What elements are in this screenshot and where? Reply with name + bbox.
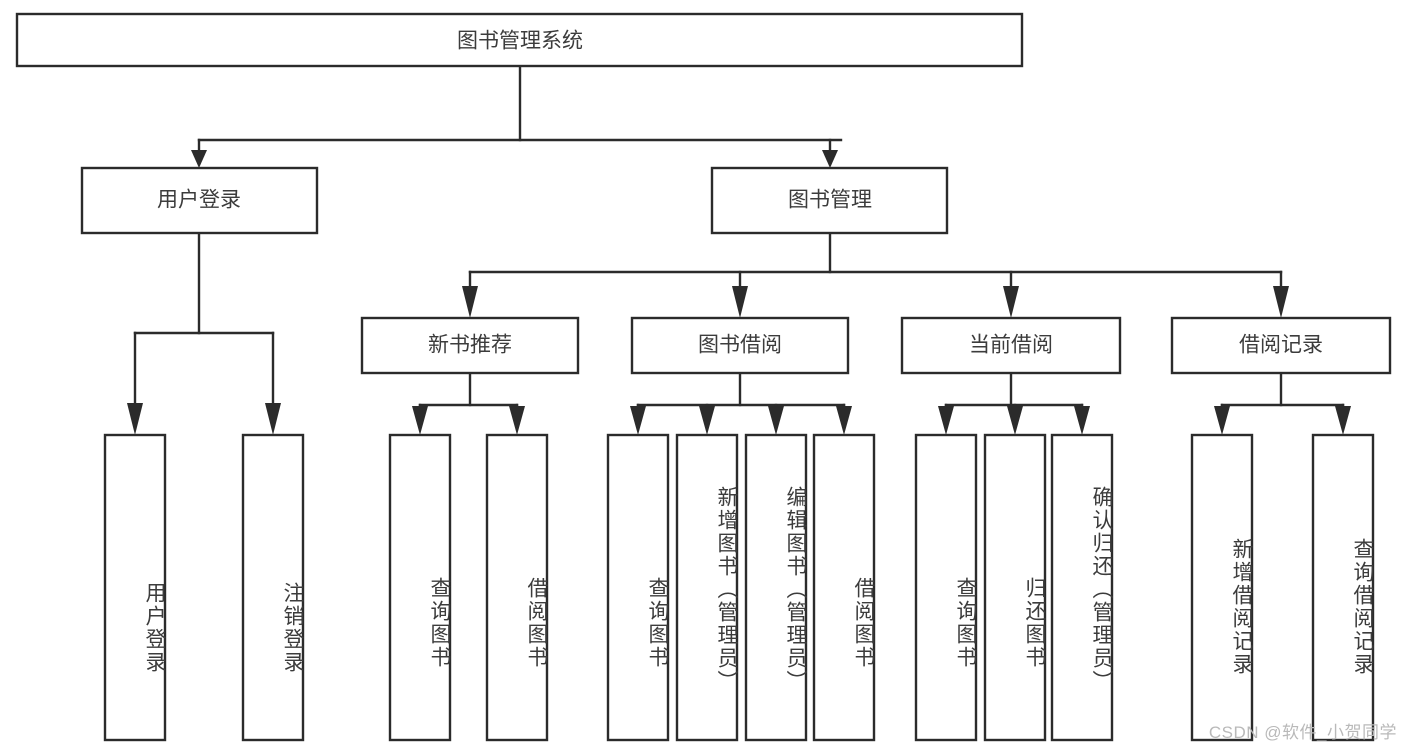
node-new-book-recommend-box[interactable] [360, 316, 580, 375]
watermark-text: CSDN @软件_小贺同学 [1208, 723, 1397, 742]
leaf-box-return-book[interactable] [983, 433, 1047, 742]
arrow-head-leaf-query-book-3 [938, 406, 954, 435]
leaf-box-edit-book[interactable] [744, 433, 808, 742]
node-new-book-recommend-label: 新书推荐 [428, 334, 512, 357]
arrow-head-leaf-confirm-return [1074, 406, 1090, 435]
node-user-login[interactable]: 用户登录 [80, 166, 319, 235]
leaf-box-confirm-return[interactable] [1050, 433, 1114, 742]
edge-bookborrow-to-leaves [630, 371, 852, 435]
node-book-borrow-label: 图书借阅 [698, 334, 782, 357]
node-book-manage-box[interactable] [710, 166, 949, 235]
node-book-manage[interactable]: 图书管理 [710, 166, 949, 235]
edge-userlogin-to-leaves [127, 231, 281, 435]
node-root-label: 图书管理系统 [457, 30, 583, 53]
leaf-box-add-borrow-record[interactable] [1190, 433, 1254, 742]
arrow-head-leaf-query-book-2 [630, 406, 646, 435]
leaf-box-logout[interactable] [241, 433, 305, 742]
arrow-head-leaf-return-book [1007, 406, 1023, 435]
arrow-head-book-borrow [732, 286, 748, 318]
leaf-box-user-login[interactable] [103, 433, 167, 742]
edge-root-to-level1 [191, 64, 843, 168]
node-user-login-box[interactable] [80, 166, 319, 235]
arrow-head-leaf-borrow-book-2 [836, 406, 852, 435]
leaf-box-query-book-3[interactable] [914, 433, 978, 742]
leaf-box-query-book-2[interactable] [606, 433, 670, 742]
arrow-head-leaf-add-book [699, 406, 715, 435]
node-book-borrow[interactable]: 图书借阅 [630, 316, 850, 375]
arrow-head-book-manage [822, 150, 838, 168]
arrow-head-new-book [462, 286, 478, 318]
arrow-head-leaf-add-record [1214, 406, 1230, 435]
node-current-borrow-label: 当前借阅 [969, 334, 1053, 357]
node-user-login-label: 用户登录 [157, 189, 241, 212]
node-root-box[interactable] [15, 12, 1024, 68]
node-borrow-record-label: 借阅记录 [1239, 334, 1323, 357]
node-current-borrow-box[interactable] [900, 316, 1122, 375]
edge-currentborrow-to-leaves [938, 371, 1090, 435]
leaf-box-query-borrow-record[interactable] [1311, 433, 1375, 742]
edge-newbook-to-leaves [412, 371, 525, 435]
edge-bookmanage-to-level2 [462, 231, 1289, 318]
leaf-box-query-book-1[interactable] [388, 433, 452, 742]
node-book-borrow-box[interactable] [630, 316, 850, 375]
leaf-box-borrow-book-2[interactable] [812, 433, 876, 742]
node-borrow-record-box[interactable] [1170, 316, 1392, 375]
arrow-head-leaf-logout [265, 403, 281, 435]
node-current-borrow[interactable]: 当前借阅 [900, 316, 1122, 375]
edge-borrowrecord-to-leaves [1214, 371, 1351, 435]
arrow-head-leaf-query-record [1335, 406, 1351, 435]
leaf-box-borrow-book-1[interactable] [485, 433, 549, 742]
node-book-manage-label: 图书管理 [788, 189, 872, 212]
arrow-head-leaf-query-book-1 [412, 406, 428, 435]
arrow-head-user-login [191, 150, 207, 168]
arrow-head-leaf-user-login [127, 403, 143, 435]
arrow-head-borrow-record [1273, 286, 1289, 318]
arrow-head-current-borrow [1003, 286, 1019, 318]
arrow-head-leaf-edit-book [768, 406, 784, 435]
arrow-head-leaf-borrow-book-1 [509, 406, 525, 435]
node-root-system[interactable]: 图书管理系统 [15, 12, 1024, 68]
node-new-book-recommend[interactable]: 新书推荐 [360, 316, 580, 375]
leaf-box-add-book[interactable] [675, 433, 739, 742]
node-borrow-record[interactable]: 借阅记录 [1170, 316, 1392, 375]
